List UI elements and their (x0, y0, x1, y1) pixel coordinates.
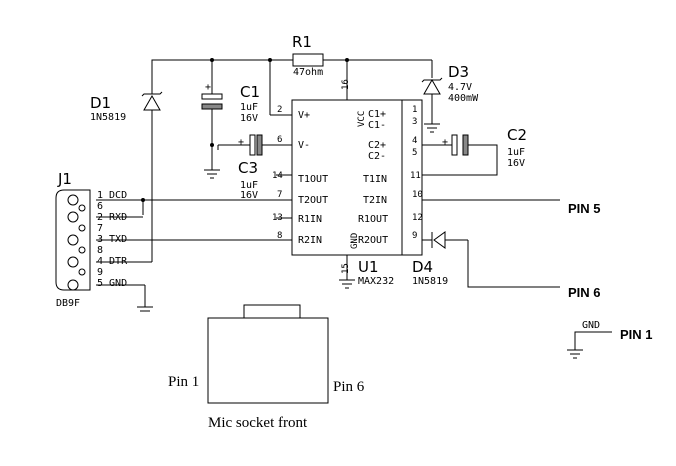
zener-d3 (421, 77, 443, 95)
ic-r1in: R1IN (298, 214, 322, 225)
d4-ref: D4 (412, 258, 433, 276)
ic-t2out: T2OUT (298, 195, 328, 206)
pin-num-4: 4 (412, 136, 417, 146)
db9-p3: 3 TXD (97, 234, 127, 245)
db9-p2: 2 RXD (97, 212, 127, 223)
pin-num-9: 9 (412, 231, 417, 241)
ic-c1m: C1- (368, 120, 386, 131)
pin-num-16: 16 (341, 79, 351, 90)
output-pin6: PIN 6 (568, 285, 601, 300)
output-gnd: GND (582, 320, 600, 331)
pin-num-3: 3 (412, 117, 417, 127)
capacitor-c1 (201, 80, 223, 112)
resistor-r1 (292, 53, 324, 67)
ic-c2m: C2- (368, 151, 386, 162)
ic-c2p: C2+ (368, 140, 386, 151)
ic-t1out: T1OUT (298, 174, 328, 185)
c2-value2: 16V (507, 158, 525, 169)
junctions (141, 58, 349, 202)
c1-plus: + (205, 82, 211, 93)
pin-num-14: 14 (272, 171, 283, 181)
ic-r2out: R2OUT (358, 235, 388, 246)
ic-r2in: R2IN (298, 235, 322, 246)
db9-p5: 5 GND (97, 278, 127, 289)
c2-value1: 1uF (507, 147, 525, 158)
pin-num-1: 1 (412, 105, 417, 115)
db9-p9: 9 (97, 267, 103, 278)
capacitor-c2 (451, 134, 469, 156)
db9-p6: 6 (97, 201, 103, 212)
mic-right-label: Pin 6 (333, 379, 365, 395)
db9-p4: 4 DTR (97, 256, 128, 267)
r1-ref: R1 (292, 33, 312, 51)
pin-num-15: 15 (341, 263, 351, 274)
diode-d4 (431, 231, 446, 249)
pin-num-8: 8 (277, 231, 282, 241)
c2-plus: + (442, 137, 448, 148)
c3-plus: + (238, 137, 244, 148)
pin-num-12: 12 (412, 213, 423, 223)
d3-value2: 400mW (448, 93, 479, 104)
j1-value: DB9F (56, 298, 80, 309)
db9-connector (55, 189, 91, 291)
c1-ref: C1 (240, 83, 260, 101)
ic-t2in: T2IN (363, 195, 387, 206)
d3-ref: D3 (448, 63, 469, 81)
ic-vminus: V- (298, 140, 310, 151)
pin-num-10: 10 (412, 190, 423, 200)
mic-caption: Mic socket front (208, 415, 308, 431)
db9-p1: 1 DCD (97, 190, 127, 201)
ic-vcc: VCC (357, 111, 367, 127)
db9-p8: 8 (97, 245, 103, 256)
r1-value: 47ohm (293, 67, 323, 78)
pin-num-2: 2 (277, 105, 282, 115)
pin-num-7: 7 (277, 190, 282, 200)
output-pin5: PIN 5 (568, 201, 601, 216)
j1-ref: J1 (57, 170, 72, 188)
ic-t1in: T1IN (363, 174, 387, 185)
max232-inner (401, 99, 423, 256)
c2-ref: C2 (507, 126, 527, 144)
d3-value1: 4.7V (448, 82, 472, 93)
pin-num-11: 11 (410, 171, 421, 181)
ic-gnd: GND (350, 233, 360, 249)
c1-value2: 16V (240, 113, 258, 124)
mic-left-label: Pin 1 (168, 374, 199, 390)
c3-value1: 1uF (240, 180, 258, 191)
d4-value: 1N5819 (412, 276, 448, 287)
c3-value2: 16V (240, 190, 258, 201)
pin-num-13: 13 (272, 213, 283, 223)
max232-ic (291, 99, 403, 256)
db9-p7: 7 (97, 223, 103, 234)
pin-num-6: 6 (277, 135, 282, 145)
ic-c1p: C1+ (368, 109, 386, 120)
u1-value: MAX232 (358, 276, 394, 287)
diode-d1 (141, 85, 163, 111)
ic-vplus: V+ (298, 110, 310, 121)
c1-value1: 1uF (240, 102, 258, 113)
capacitor-c3 (249, 134, 263, 156)
u1-ref: U1 (358, 258, 379, 276)
mic-socket (207, 304, 329, 404)
d1-ref: D1 (90, 94, 111, 112)
ic-r1out: R1OUT (358, 214, 388, 225)
c3-ref: C3 (238, 159, 258, 177)
d1-value: 1N5819 (90, 112, 126, 123)
pin-num-5: 5 (412, 148, 417, 158)
output-pin1: PIN 1 (620, 327, 653, 342)
